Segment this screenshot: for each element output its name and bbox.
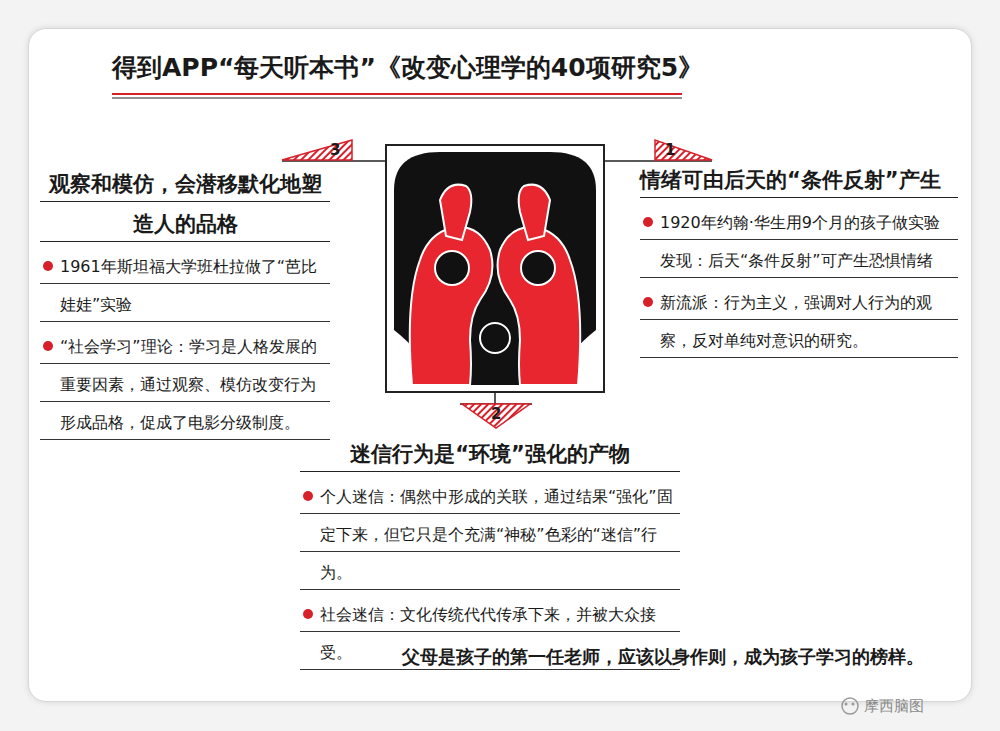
branch-heading: 迷信行为是“环境”强化的产物 — [300, 434, 680, 474]
bullet-text: 新流派：行为主义，强调对人行为的观察，反对单纯对意识的研究。 — [640, 284, 958, 360]
bullet-text: “社会学习”理论：学习是人格发展的重要因素，通过观察、模仿改变行为形成品格，促成… — [40, 328, 330, 442]
bullet-dot — [643, 217, 653, 227]
branch-node: 迷信行为是“环境”强化的产物个人迷信：偶然中形成的关联，通过结果“强化”固定下来… — [300, 434, 680, 672]
bullet-dot — [303, 491, 313, 501]
bullet-text: 1961年斯坦福大学班杜拉做了“芭比娃娃”实验 — [40, 248, 330, 324]
bullet-dot — [43, 261, 53, 271]
callout-number: 1 — [665, 141, 675, 159]
watermark: 摩西脑图 — [864, 697, 924, 716]
summary-note: 父母是孩子的第一任老师，应该以身作则，成为孩子学习的榜样。 — [402, 640, 924, 674]
branch-node: 情绪可由后天的“条件反射”产生1920年约翰·华生用9个月的孩子做实验 发现：后… — [640, 160, 958, 360]
branch-node: 观察和模仿，会潜移默化地塑造人的品格1961年斯坦福大学班杜拉做了“芭比娃娃”实… — [40, 164, 330, 442]
branch-heading: 情绪可由后天的“条件反射”产生 — [640, 160, 958, 200]
diagram-title: 得到APP“每天听本书”《改变心理学的40项研究5》 — [112, 48, 692, 88]
bullet-dot — [303, 609, 313, 619]
branch-heading: 观察和模仿，会潜移默化地塑造人的品格 — [40, 164, 330, 244]
bullet-dot — [43, 341, 53, 351]
callout-number: 3 — [330, 141, 340, 159]
bullet-dot — [643, 297, 653, 307]
bullet-text: 个人迷信：偶然中形成的关联，通过结果“强化”固定下来，但它只是个充满“神秘”色彩… — [300, 478, 680, 592]
callout-number: 2 — [491, 405, 501, 423]
bullet-text: 1920年约翰·华生用9个月的孩子做实验 发现：后天“条件反射”可产生恐惧情绪 — [640, 204, 958, 280]
